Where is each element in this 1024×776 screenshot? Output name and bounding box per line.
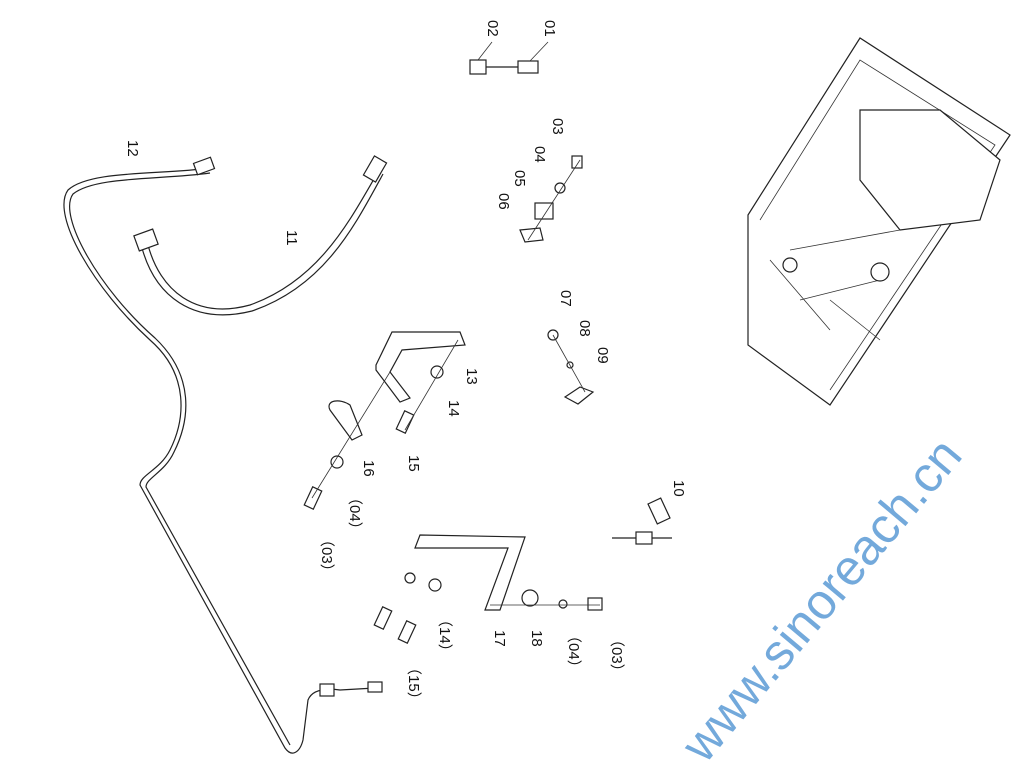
label-ref-14: （14）	[436, 612, 453, 659]
label-10: 10	[670, 480, 687, 497]
label-ref-03: （03）	[318, 532, 335, 579]
label-17: 17	[491, 630, 508, 647]
bracket-13	[303, 331, 466, 510]
part-labels: 02 01 03 04 05 06 12 11 07 08 09 13 14 1…	[124, 20, 687, 707]
bracket-17	[373, 534, 603, 644]
bolt-assembly-03-06	[519, 155, 583, 243]
label-15: 15	[405, 455, 422, 472]
watermark: www.sinoreach.cn	[670, 427, 973, 772]
label-12: 12	[124, 140, 141, 157]
label-09: 09	[594, 347, 611, 364]
sensor-01-02	[469, 41, 549, 75]
label-06: 06	[495, 193, 512, 210]
cable-12	[63, 156, 383, 754]
label-ref-04b: （04）	[565, 628, 582, 675]
cable-11	[133, 155, 388, 316]
label-ref-03b: （03）	[608, 632, 625, 679]
bracket-07-09	[547, 329, 595, 405]
machine-overview	[747, 37, 1011, 406]
label-02: 02	[484, 20, 501, 37]
label-14: 14	[445, 400, 462, 417]
label-07: 07	[557, 290, 574, 307]
label-ref-04: （04）	[346, 490, 363, 537]
label-04: 04	[531, 146, 548, 163]
label-ref-15: （15）	[405, 660, 422, 707]
label-11: 11	[283, 230, 300, 246]
sensor-10	[612, 497, 672, 545]
label-18: 18	[528, 630, 545, 647]
label-13: 13	[463, 368, 480, 385]
label-01: 01	[541, 20, 558, 37]
label-08: 08	[576, 320, 593, 337]
label-03: 03	[549, 118, 566, 135]
label-05: 05	[511, 170, 528, 187]
label-16: 16	[360, 460, 377, 477]
